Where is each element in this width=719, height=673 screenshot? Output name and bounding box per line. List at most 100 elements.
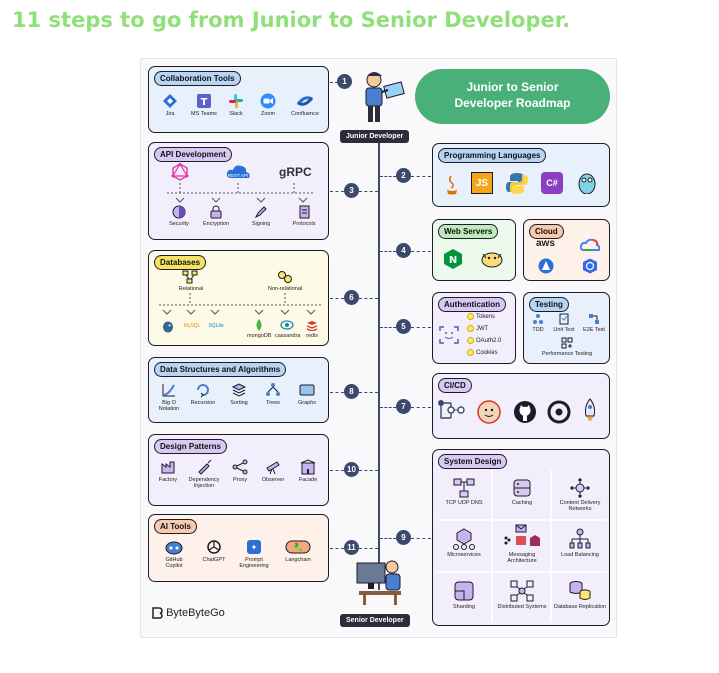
oauth-bullet-icon (467, 337, 474, 344)
connector-9b (411, 538, 431, 539)
facade-item: Facade (293, 459, 323, 483)
database-replication-icon (569, 581, 591, 600)
rocket-icon (585, 398, 595, 421)
unit-test-label: Unit Test (553, 327, 575, 333)
redis-item: redis (301, 319, 323, 339)
step-11: 11 (344, 540, 359, 555)
langchain-icon: 🦜 (285, 540, 311, 554)
distributed-systems-item: Distributed Systems (495, 580, 549, 610)
share-icon (232, 459, 248, 475)
postgresql-item (157, 321, 179, 335)
prompt-icon: ✦ (247, 540, 261, 554)
github-copilot-item: GitHub Copilot (159, 539, 189, 569)
connector-5a (380, 327, 396, 328)
bytebytego-logo: ByteByteGo (152, 607, 225, 619)
page-headline: 11 steps to go from Junior to Senior Dev… (12, 8, 571, 32)
connector-4a (380, 251, 396, 252)
chatgpt-icon (207, 540, 221, 554)
databases-title: Databases (154, 255, 207, 270)
big-o-item: Big O Notation (153, 382, 185, 412)
step-10: 10 (344, 462, 359, 477)
auth-oauth: OAuth2.0 (467, 337, 501, 344)
junior-developer-label: Junior Developer (340, 130, 410, 143)
database-replication-label: Database Replication (553, 604, 607, 610)
encryption-label: Encryption (203, 221, 229, 227)
network-icon (453, 478, 475, 498)
encryption-item: Encryption (199, 205, 233, 227)
tdd-icon (533, 314, 543, 324)
step-9: 9 (396, 530, 411, 545)
java-icon (447, 175, 457, 195)
performance-icon (561, 337, 573, 349)
step-1: 1 (337, 74, 352, 89)
svg-text:✦: ✦ (251, 543, 258, 552)
big-o-label: Big O Notation (158, 400, 180, 412)
cicd-title: CI/CD (438, 378, 472, 393)
collaboration-tools-panel: Collaboration Tools Jira T MS Teams Slac… (148, 66, 329, 133)
jira-label: Jira (165, 111, 175, 117)
messaging-architecture-label: Messaging Architecture (507, 552, 537, 564)
system-design-grid (437, 470, 607, 622)
observer-label: Observer (261, 477, 285, 483)
bytebytego-logo-text: ByteByteGo (166, 607, 225, 619)
layers-icon (231, 383, 247, 397)
jira-item: Jira (157, 93, 183, 117)
step-3: 3 (344, 183, 359, 198)
grpc-label: gRPC (279, 165, 312, 179)
auth-oauth-label: OAuth2.0 (476, 338, 502, 345)
connector-5b (411, 327, 431, 328)
circleci-icon (547, 400, 571, 424)
connector-1 (330, 82, 338, 83)
github-copilot-label: GitHub Copilot (165, 557, 183, 569)
authentication-panel: Authentication Tokens JWT OAuth2.0 Cooki… (432, 292, 516, 364)
distributed-icon (510, 580, 534, 602)
zoom-icon (260, 93, 276, 109)
ai-tools-panel: AI Tools GitHub Copilot ChatGPT ✦ Prompt… (148, 514, 329, 582)
database-connector-lines (159, 293, 321, 315)
connector-9a (380, 538, 396, 539)
auth-tokens: Tokens (467, 313, 495, 320)
dependency-injection-label: Dependency Injection (188, 477, 220, 489)
step-4: 4 (396, 243, 411, 258)
rest-api-icon (226, 165, 250, 178)
telescope-icon (266, 461, 280, 475)
tdd-item: TDD (528, 313, 548, 333)
senior-developer-illustration (356, 560, 401, 605)
auth-jwt: JWT (467, 325, 488, 332)
cdn-icon (570, 478, 590, 498)
connector-3b (359, 191, 378, 192)
document-icon (299, 205, 310, 219)
step-8: 8 (344, 384, 359, 399)
face-id-icon (439, 326, 459, 344)
web-servers-panel: Web Servers N (432, 219, 516, 281)
programming-languages-panel: Programming Languages JS C# (432, 143, 610, 207)
messaging-icon (504, 524, 540, 546)
connector-6b (359, 298, 378, 299)
relational-label: Relational (178, 286, 204, 292)
sorting-label: Sorting (230, 400, 248, 406)
gcp-icon (580, 238, 600, 251)
system-design-panel: System Design TCP UDP DNS Caching Conten… (432, 449, 610, 626)
non-relational-label: Non-relational (267, 286, 303, 292)
ms-teams-label: MS Teams (191, 111, 217, 117)
facade-label: Facade (298, 477, 318, 483)
connector-7b (411, 407, 431, 408)
mysql-item: MySQL (183, 323, 201, 329)
connector-4b (411, 251, 431, 252)
javascript-icon: JS (471, 172, 493, 194)
testing-title: Testing (529, 297, 569, 312)
ms-teams-icon: T (197, 94, 211, 108)
trees-item: Trees (259, 382, 287, 406)
aws-icon: aws (536, 238, 555, 249)
connector-11b (359, 548, 378, 549)
sharding-label: Sharding (452, 604, 476, 610)
unit-test-icon (559, 313, 569, 325)
signing-item: Signing (245, 205, 277, 227)
rest-api-label: REST API (227, 173, 249, 178)
jira-icon (163, 94, 177, 108)
nginx-icon: N (444, 249, 462, 269)
recursion-item: Recursion (187, 382, 219, 406)
tomcat-icon (481, 252, 503, 268)
distributed-systems-label: Distributed Systems (497, 604, 547, 610)
slack-label: Slack (229, 111, 243, 117)
